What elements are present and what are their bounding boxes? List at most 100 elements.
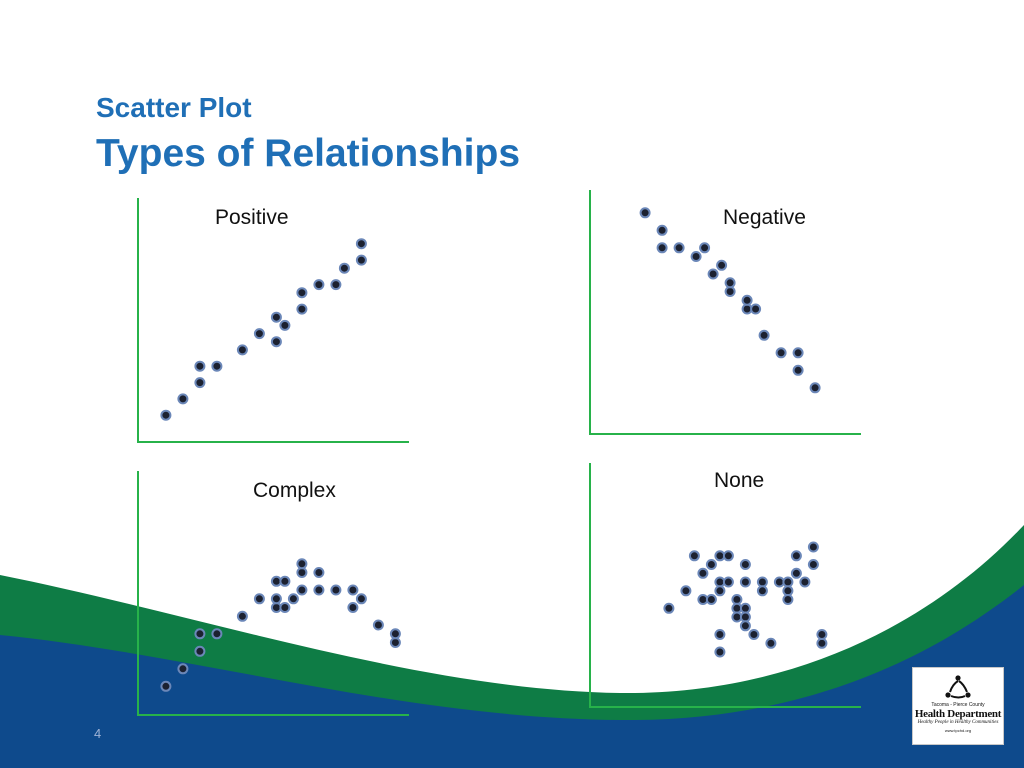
scatter-point [748,629,760,640]
scatter-point [211,628,223,640]
scatter-point [211,360,223,372]
scatter-point [739,602,751,614]
panel-complex: Complex [135,471,409,718]
scatter-point [705,559,717,570]
scatter-point [724,277,736,289]
scatter-point [355,254,367,266]
scatter-point [313,279,325,291]
scatter-point [296,558,308,570]
logo-tagline: Healthy People in Healthy Communities [917,720,999,725]
scatter-point [194,628,206,640]
chart-complex [135,471,409,718]
scatter-point [809,382,821,394]
scatter-point [807,541,819,553]
logo-top-text: Tacoma - Pierce County [931,702,985,708]
scatter-point [680,585,692,597]
panel-label-complex: Complex [253,479,336,502]
scatter-point [673,242,685,254]
scatter-point [296,287,308,299]
scatter-point [389,628,401,640]
panel-negative: Negative [587,190,861,437]
scatter-point [355,593,367,605]
scatter-point [699,242,711,254]
scatter-point [270,336,282,348]
scatter-point [656,224,668,236]
scatter-point [194,360,206,372]
scatter-point [639,207,651,219]
scatter-point [722,576,734,588]
scatter-point [372,619,384,631]
scatter-point [714,629,726,640]
scatter-point [279,575,291,587]
scatter-point [782,585,794,597]
scatter-point [741,294,753,306]
slide-number: 4 [94,726,102,741]
panel-positive: Positive [135,198,409,445]
logo-url: www.tpchd.org [944,728,972,733]
panel-label-none: None [714,469,765,492]
chart-positive [135,198,409,445]
scatter-point [296,303,308,315]
panel-none: None [587,463,861,710]
scatter-point [722,550,734,562]
scatter-point [347,602,359,613]
scatter-point [697,567,709,579]
scatter-point [750,303,762,315]
scatter-point [816,637,828,649]
scatter-point [330,584,342,596]
scatter-point [296,584,308,596]
scatter-point [705,594,717,605]
scatter-point [816,629,828,640]
scatter-point [707,268,719,280]
scatter-point [177,393,189,405]
scatter-point [724,286,736,297]
scatter-point [688,550,700,562]
scatter-point [739,620,751,632]
scatter-point [347,584,359,596]
background-blue-band [0,585,1024,768]
scatter-point [756,585,768,597]
slide-title: Types of Relationships [96,132,521,175]
scatter-point [775,347,787,359]
scatter-point [790,567,802,579]
slide-subtitle: Scatter Plot [96,92,252,123]
scatter-point [270,311,282,323]
scatter-point [782,594,794,605]
scatter-point [799,576,811,588]
triangle-swirl-icon [945,675,971,699]
scatter-point [739,559,751,570]
scatter-point [355,238,367,250]
scatter-point [313,584,325,596]
scatter-point [656,242,668,254]
scatter-point [731,594,743,605]
scatter-point [160,680,172,692]
scatter-point [338,262,350,274]
scatter-point [287,593,299,605]
scatter-point [236,610,248,622]
scatter-point [807,559,819,570]
scatter-point [782,576,794,588]
scatter-point [756,576,768,588]
scatter-point [792,347,804,359]
scatter-point [765,637,777,649]
scatter-point [253,328,265,340]
panel-label-negative: Negative [723,206,806,229]
panel-label-positive: Positive [215,206,289,229]
scatter-point [330,279,342,291]
scatter-point [279,602,291,613]
scatter-point [194,377,206,389]
logo-main-text: Health Department [914,708,1002,720]
scatter-point [716,259,728,271]
scatter-point [279,319,291,331]
scatter-point [790,550,802,562]
scatter-point [758,329,770,341]
scatter-point [177,663,189,675]
scatter-point [194,645,206,657]
scatter-point [253,593,265,605]
chart-none [587,463,861,710]
scatter-point [389,637,401,648]
scatter-point [690,251,702,262]
scatter-point [160,409,172,421]
scatter-point [792,364,804,376]
scatter-point [236,344,248,356]
